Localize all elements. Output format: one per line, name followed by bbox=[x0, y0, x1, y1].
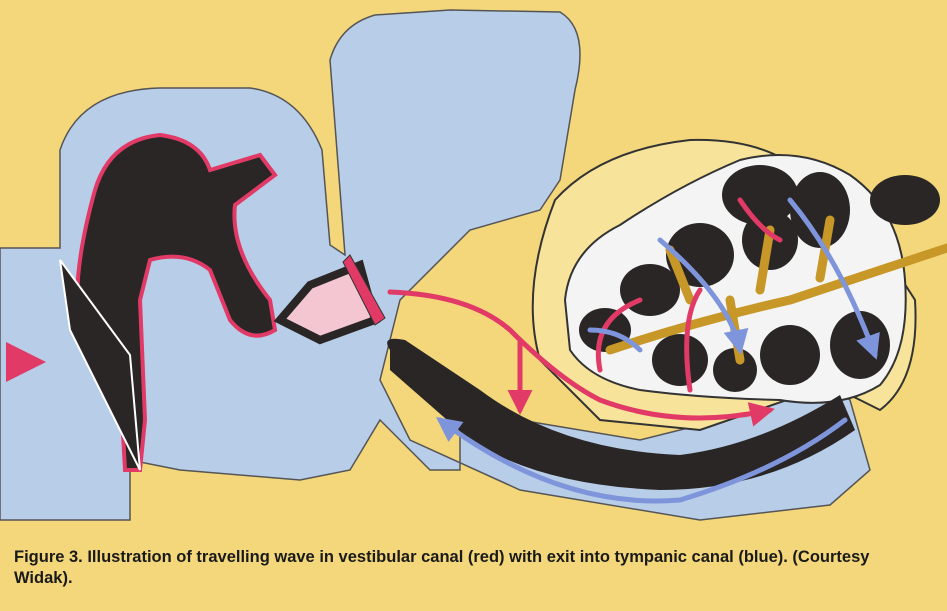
figure-caption: Figure 3. Illustration of travelling wav… bbox=[14, 547, 929, 589]
nerve-exit bbox=[870, 175, 940, 225]
